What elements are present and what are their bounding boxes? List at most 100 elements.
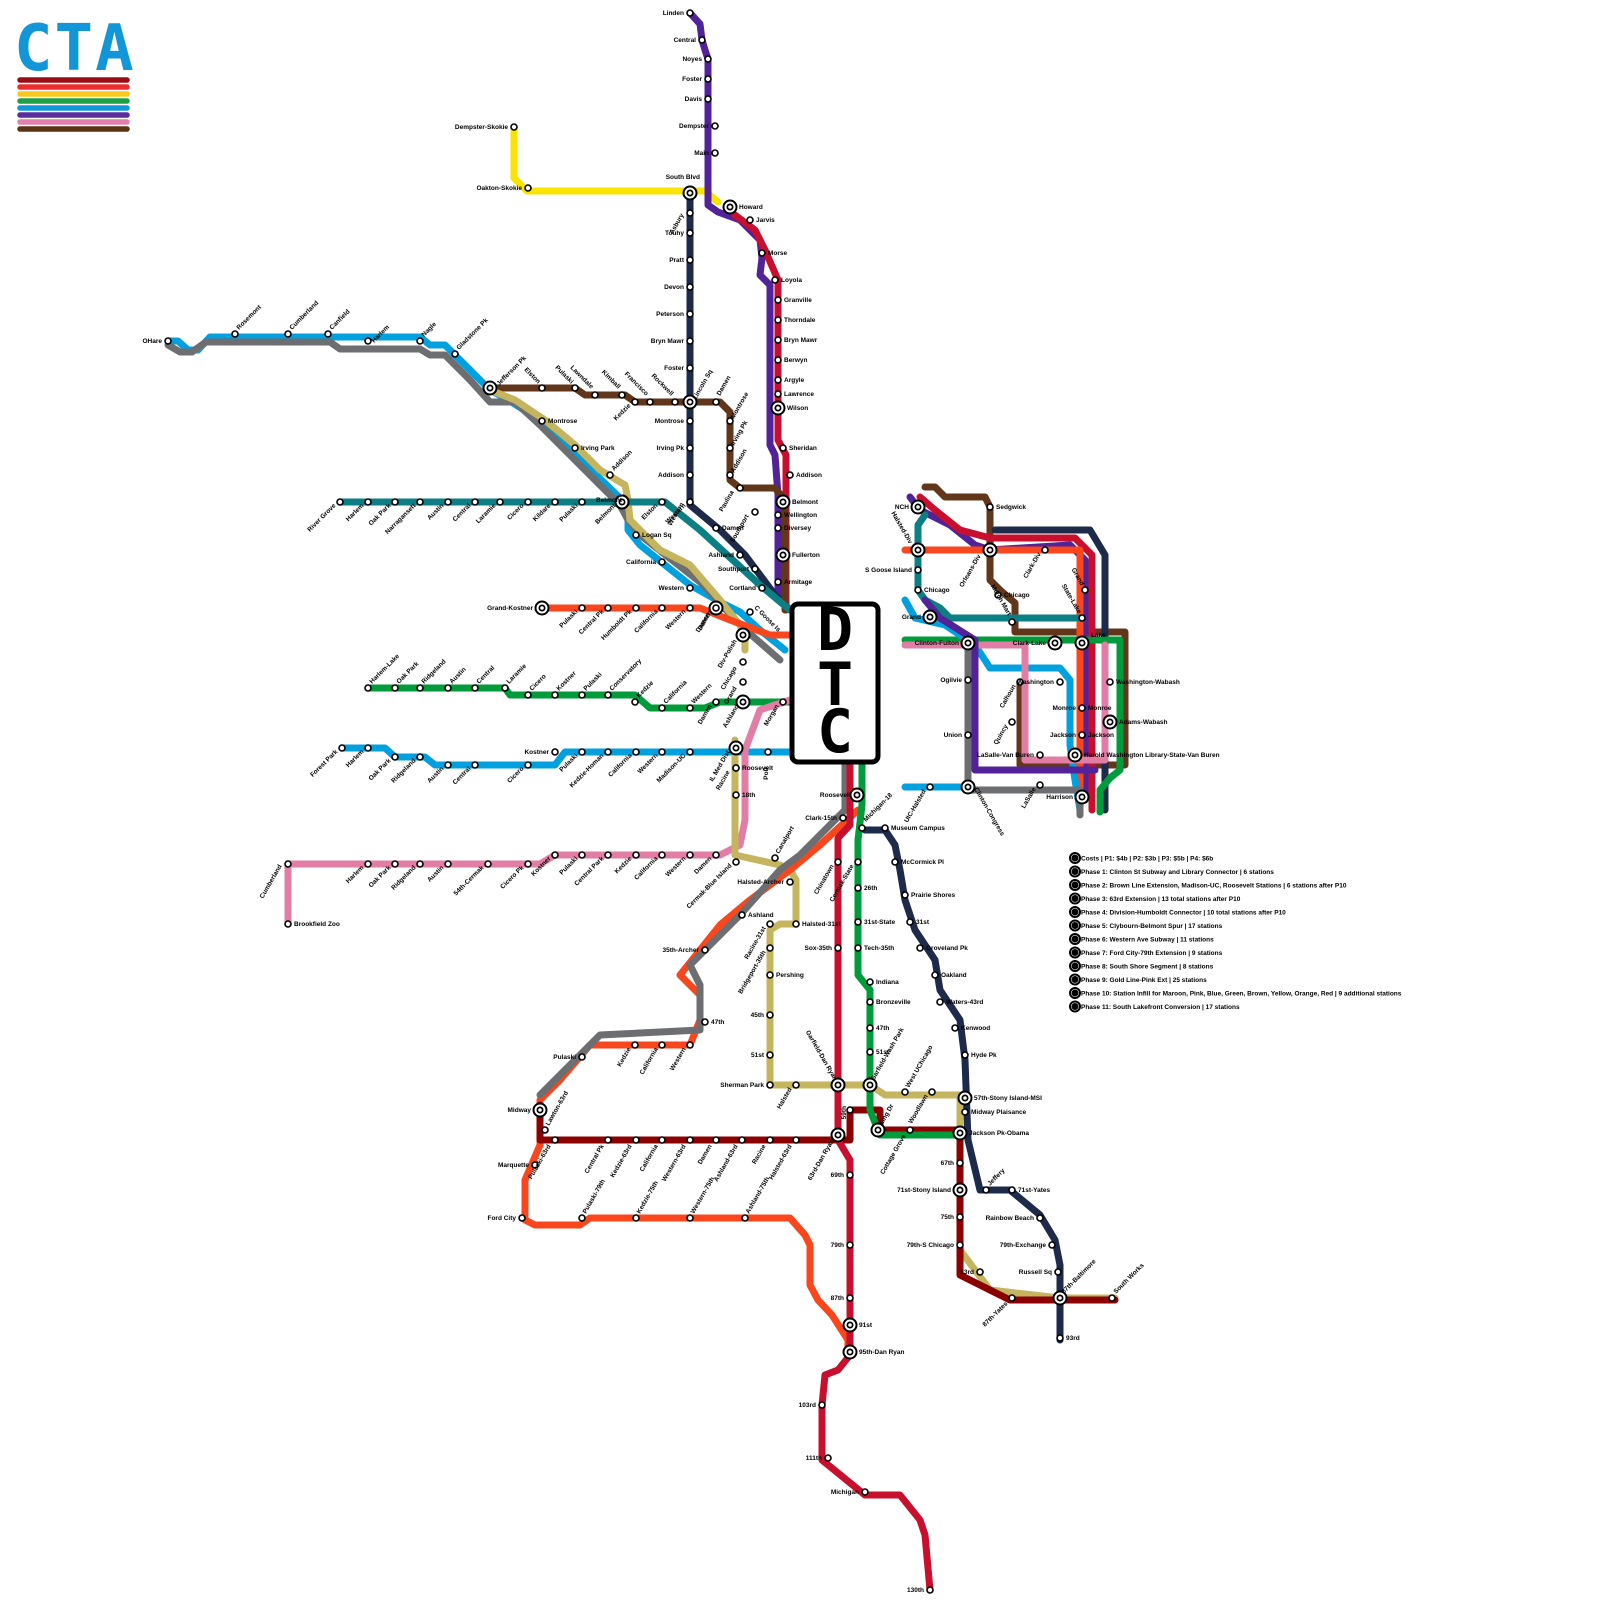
station-purple-north[interactable]: Addison (787, 472, 822, 479)
station-purple-north[interactable]: Berwyn (775, 357, 808, 364)
station-south[interactable]: 71st-Stony Island (897, 1184, 966, 1197)
station-south[interactable]: 57th-Stony Island-MSI (959, 1092, 1043, 1105)
station-marker[interactable] (965, 677, 971, 683)
station-marker[interactable] (687, 10, 693, 16)
station-blue-ohare[interactable]: OHare (142, 338, 171, 345)
station-marker[interactable] (687, 852, 693, 858)
station-south[interactable]: Clark-15th (805, 815, 846, 822)
station-south[interactable]: Rainbow Beach (986, 1215, 1043, 1222)
station-marker[interactable] (847, 1172, 853, 1178)
station-marker[interactable] (929, 1089, 935, 1095)
station-marker[interactable] (687, 1215, 693, 1221)
station-marker[interactable] (687, 499, 693, 505)
station-marker[interactable] (775, 377, 781, 383)
station-south[interactable]: 31st (907, 919, 930, 926)
station-marker[interactable] (605, 852, 611, 858)
station-south[interactable]: Prairie Shores (902, 892, 955, 899)
station-south[interactable]: Hyde Pk (962, 1052, 997, 1059)
station-south[interactable]: 87th-Yates (981, 1295, 1015, 1328)
station-marker[interactable] (705, 56, 711, 62)
station-marker[interactable] (713, 852, 719, 858)
station-south[interactable]: Oakland (932, 972, 967, 979)
station-marker[interactable] (472, 499, 478, 505)
station-purple-north[interactable]: Argyle (775, 377, 805, 384)
station-blue-ohare[interactable]: Canfield (325, 308, 352, 337)
station-pink[interactable]: Canalport (772, 825, 796, 861)
station-marker[interactable] (747, 609, 753, 615)
station-marker[interactable] (511, 124, 517, 130)
station-purple-north[interactable]: Main (694, 150, 718, 157)
station-marker[interactable] (739, 1137, 745, 1143)
station-purple-north[interactable]: Davis (685, 96, 711, 103)
station-south[interactable]: 75th (941, 1214, 963, 1221)
station-marker[interactable] (759, 250, 765, 256)
station-purple-north[interactable]: Foster (682, 76, 711, 83)
station-marker[interactable] (687, 284, 693, 290)
station-marker[interactable] (659, 749, 665, 755)
station-marker[interactable] (915, 567, 921, 573)
station-marker[interactable] (1055, 1269, 1061, 1275)
station-marker[interactable] (633, 852, 639, 858)
station-marker[interactable] (775, 525, 781, 531)
station-marker[interactable] (452, 351, 458, 357)
station-marker[interactable] (472, 685, 478, 691)
station-marker[interactable] (835, 945, 841, 951)
station-western-line[interactable]: Devon (664, 284, 693, 291)
station-marker[interactable] (855, 945, 861, 951)
station-marker[interactable] (659, 559, 665, 565)
station-marker[interactable] (605, 605, 611, 611)
station-marker[interactable] (1109, 1295, 1115, 1301)
station-marker[interactable] (867, 979, 873, 985)
station-south[interactable]: 79th-Exchange (1000, 1242, 1055, 1249)
station-marker[interactable] (927, 784, 933, 790)
station-teal-belmont[interactable]: River Grove (306, 499, 343, 533)
station-marker[interactable] (687, 311, 693, 317)
station-marker[interactable] (325, 331, 331, 337)
station-marker[interactable] (957, 1160, 963, 1166)
station-loop[interactable]: Washington (1017, 679, 1063, 686)
station-marker[interactable] (775, 579, 781, 585)
station-yellow[interactable]: Dempster-Skokie (455, 124, 517, 131)
station-western-line[interactable]: Pratt (669, 257, 693, 264)
station-marker[interactable] (793, 1082, 799, 1088)
station-marker[interactable] (607, 472, 613, 478)
station-purple-north[interactable]: Dempster (679, 123, 718, 130)
station-marker[interactable] (687, 338, 693, 344)
station-marker[interactable] (867, 1049, 873, 1055)
station-marker[interactable] (552, 1137, 558, 1143)
station-dan-ryan[interactable]: Indiana (867, 979, 899, 986)
station-loop[interactable]: Adams-Wabash (1104, 716, 1168, 729)
station-marker[interactable] (775, 391, 781, 397)
station-blue-ohare[interactable]: Western (658, 585, 693, 592)
station-purple-north[interactable]: Belmont (777, 496, 819, 509)
station-marker[interactable] (632, 399, 638, 405)
station-marker[interactable] (902, 1089, 908, 1095)
station-marker[interactable] (502, 685, 508, 691)
station-blue-ohare[interactable]: Addison (607, 449, 634, 478)
station-marker[interactable] (962, 1052, 968, 1058)
station-marker[interactable] (987, 504, 993, 510)
station-dan-ryan[interactable]: 95th-Dan Ryan (844, 1346, 905, 1359)
station-loop[interactable]: Jackson (1079, 732, 1114, 739)
station-marker[interactable] (713, 1137, 719, 1143)
station-marker[interactable] (1107, 679, 1113, 685)
station-marker[interactable] (775, 317, 781, 323)
station-marker[interactable] (485, 861, 491, 867)
station-marker[interactable] (365, 685, 371, 691)
station-marker[interactable] (1042, 547, 1048, 553)
station-marker[interactable] (1057, 679, 1063, 685)
station-marker[interactable] (983, 1187, 989, 1193)
station-marker[interactable] (892, 859, 898, 865)
station-marker[interactable] (392, 685, 398, 691)
station-southwest[interactable]: Halsted-63rd (768, 1137, 799, 1181)
station-western-line[interactable]: Cortland (729, 585, 765, 592)
station-marker[interactable] (687, 585, 693, 591)
station-marker[interactable] (417, 338, 423, 344)
station-marker[interactable] (705, 76, 711, 82)
station-marker[interactable] (1037, 752, 1043, 758)
station-brown-north[interactable]: Kedzie (613, 399, 638, 422)
station-southwest[interactable]: Ashland-63rd (713, 1137, 745, 1183)
station-purple-north[interactable]: Linden (663, 10, 693, 17)
station-marker[interactable] (525, 499, 531, 505)
station-marker[interactable] (552, 499, 558, 505)
